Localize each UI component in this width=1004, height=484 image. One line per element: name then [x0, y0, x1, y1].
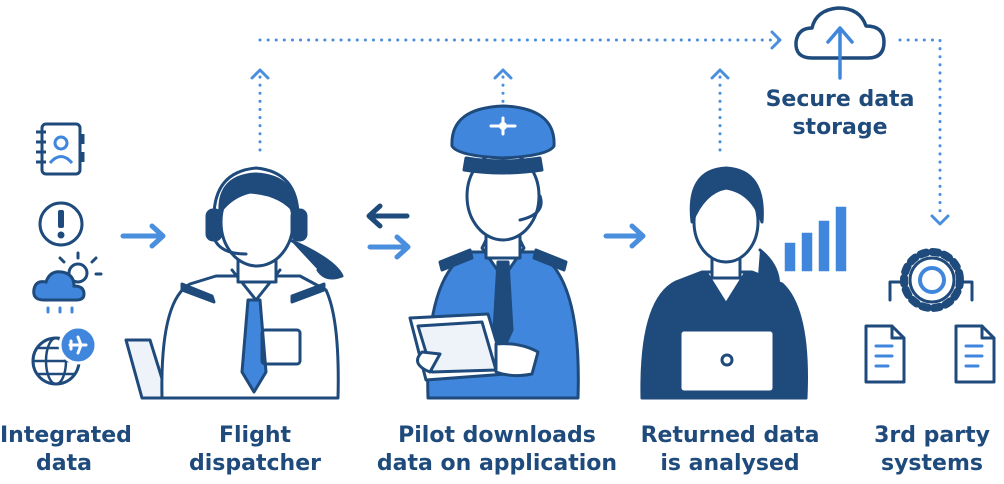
right-arrow-icon — [120, 223, 166, 249]
storage-label: Secure data storage — [760, 86, 920, 142]
stage-label-line1: Pilot downloads — [398, 423, 596, 448]
gear-icon — [900, 248, 964, 312]
stage-label-returned-data: Returned data is analysed — [636, 422, 824, 478]
alert-icon — [38, 201, 84, 247]
cloud-upload-icon — [794, 6, 886, 80]
down-chevron-icon — [930, 214, 950, 226]
right-arrow-icon — [603, 223, 646, 249]
stage-label-line1: 3rd party — [874, 423, 990, 448]
left-arrow-icon — [366, 203, 410, 229]
flight-dispatcher-illustration — [124, 166, 344, 400]
storage-label-line2: storage — [792, 115, 888, 140]
stage-label-flight-dispatcher: Flight dispatcher — [180, 422, 330, 478]
analyst-illustration — [640, 166, 808, 400]
stage-label-line2: data — [36, 451, 92, 476]
stage-label-line2: data on application — [376, 451, 618, 476]
address-book-icon — [36, 122, 85, 176]
stage-label-line1: Returned data — [640, 423, 820, 448]
third-party-systems-icons — [864, 248, 996, 384]
stage-label-line2: is analysed — [660, 451, 800, 476]
stage-label-line2: dispatcher — [189, 451, 321, 476]
pilot-illustration — [408, 104, 580, 400]
right-chevron-icon — [770, 30, 782, 50]
document-icon — [954, 324, 996, 384]
right-arrow-icon — [367, 234, 411, 260]
stage-label-line2: systems — [881, 451, 983, 476]
bar-chart-icon — [783, 205, 848, 273]
up-chevron-icon — [493, 68, 513, 80]
integrated-data-icons — [31, 122, 103, 386]
storage-label-line1: Secure data — [765, 87, 915, 112]
up-chevron-icon — [250, 68, 270, 80]
stage-label-integrated-data: Integrated data — [0, 422, 132, 478]
weather-icon — [32, 251, 103, 314]
document-icon — [864, 324, 906, 384]
up-chevron-icon — [710, 68, 730, 80]
stage-label-3rd-party-systems: 3rd party systems — [862, 422, 1002, 478]
stage-label-pilot-downloads: Pilot downloads data on application — [370, 422, 624, 478]
stage-label-line1: Flight — [218, 423, 292, 448]
stage-label-line1: Integrated — [0, 423, 132, 448]
globe-plane-icon — [31, 325, 98, 386]
